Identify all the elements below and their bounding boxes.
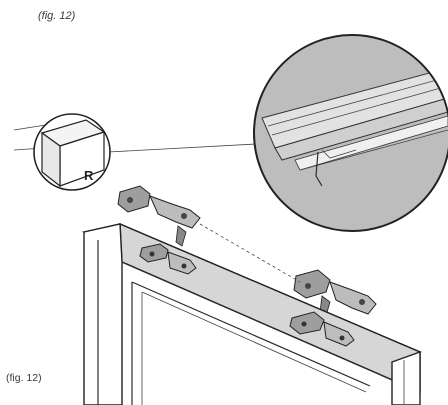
figure-label-bottom: (fig. 12) — [6, 372, 42, 384]
end-cap-letter: R — [84, 168, 94, 183]
roller-carriage-left — [117, 185, 201, 247]
rail-fittings — [139, 243, 355, 347]
figure-label-top: (fig. 12) — [38, 10, 76, 22]
end-cap-detail: R — [33, 113, 111, 191]
callout-line — [107, 143, 257, 153]
magnifier-detail — [253, 34, 448, 232]
door-frame — [81, 222, 422, 405]
roller-carriage-right — [293, 269, 377, 317]
